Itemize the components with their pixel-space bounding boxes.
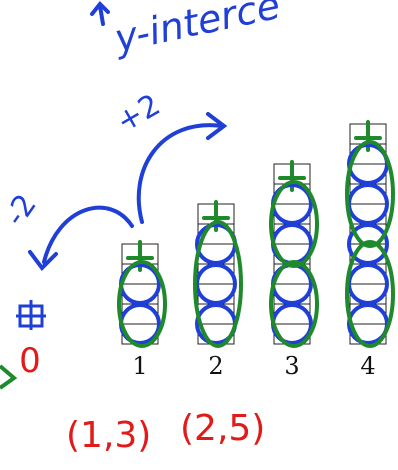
minus-two-arrow: [42, 205, 134, 264]
point-1-label: (1,3): [66, 415, 151, 456]
point-2-label: (2,5): [180, 408, 265, 449]
green-oval: [269, 180, 319, 268]
green-oval: [345, 140, 395, 248]
tower-label: 3: [284, 352, 299, 380]
arrow-head-icon: [206, 112, 228, 140]
step-zero-box: [16, 300, 46, 330]
green-oval: [117, 260, 167, 348]
tower-label: 1: [132, 352, 147, 380]
zero-label: 0: [19, 341, 41, 381]
plus-two-label: +2: [111, 88, 167, 140]
plus-two-arrow: [136, 123, 224, 224]
up-arrow-icon: [90, 1, 110, 26]
tower-label: 2: [208, 352, 223, 380]
tower-3: 3: [269, 160, 319, 380]
arrow-head-icon: [28, 250, 58, 272]
arrow-head-icon: [0, 364, 18, 390]
green-oval: [269, 260, 319, 348]
tower-4: 4: [345, 120, 395, 380]
tower-1: 1: [117, 240, 167, 380]
y-intercept-label: y-interce: [110, 0, 284, 61]
green-oval: [345, 240, 395, 348]
minus-two-label: -2: [0, 188, 44, 233]
green-oval: [193, 220, 243, 348]
tower-2: 2: [193, 200, 243, 380]
tower-label: 4: [360, 352, 375, 380]
